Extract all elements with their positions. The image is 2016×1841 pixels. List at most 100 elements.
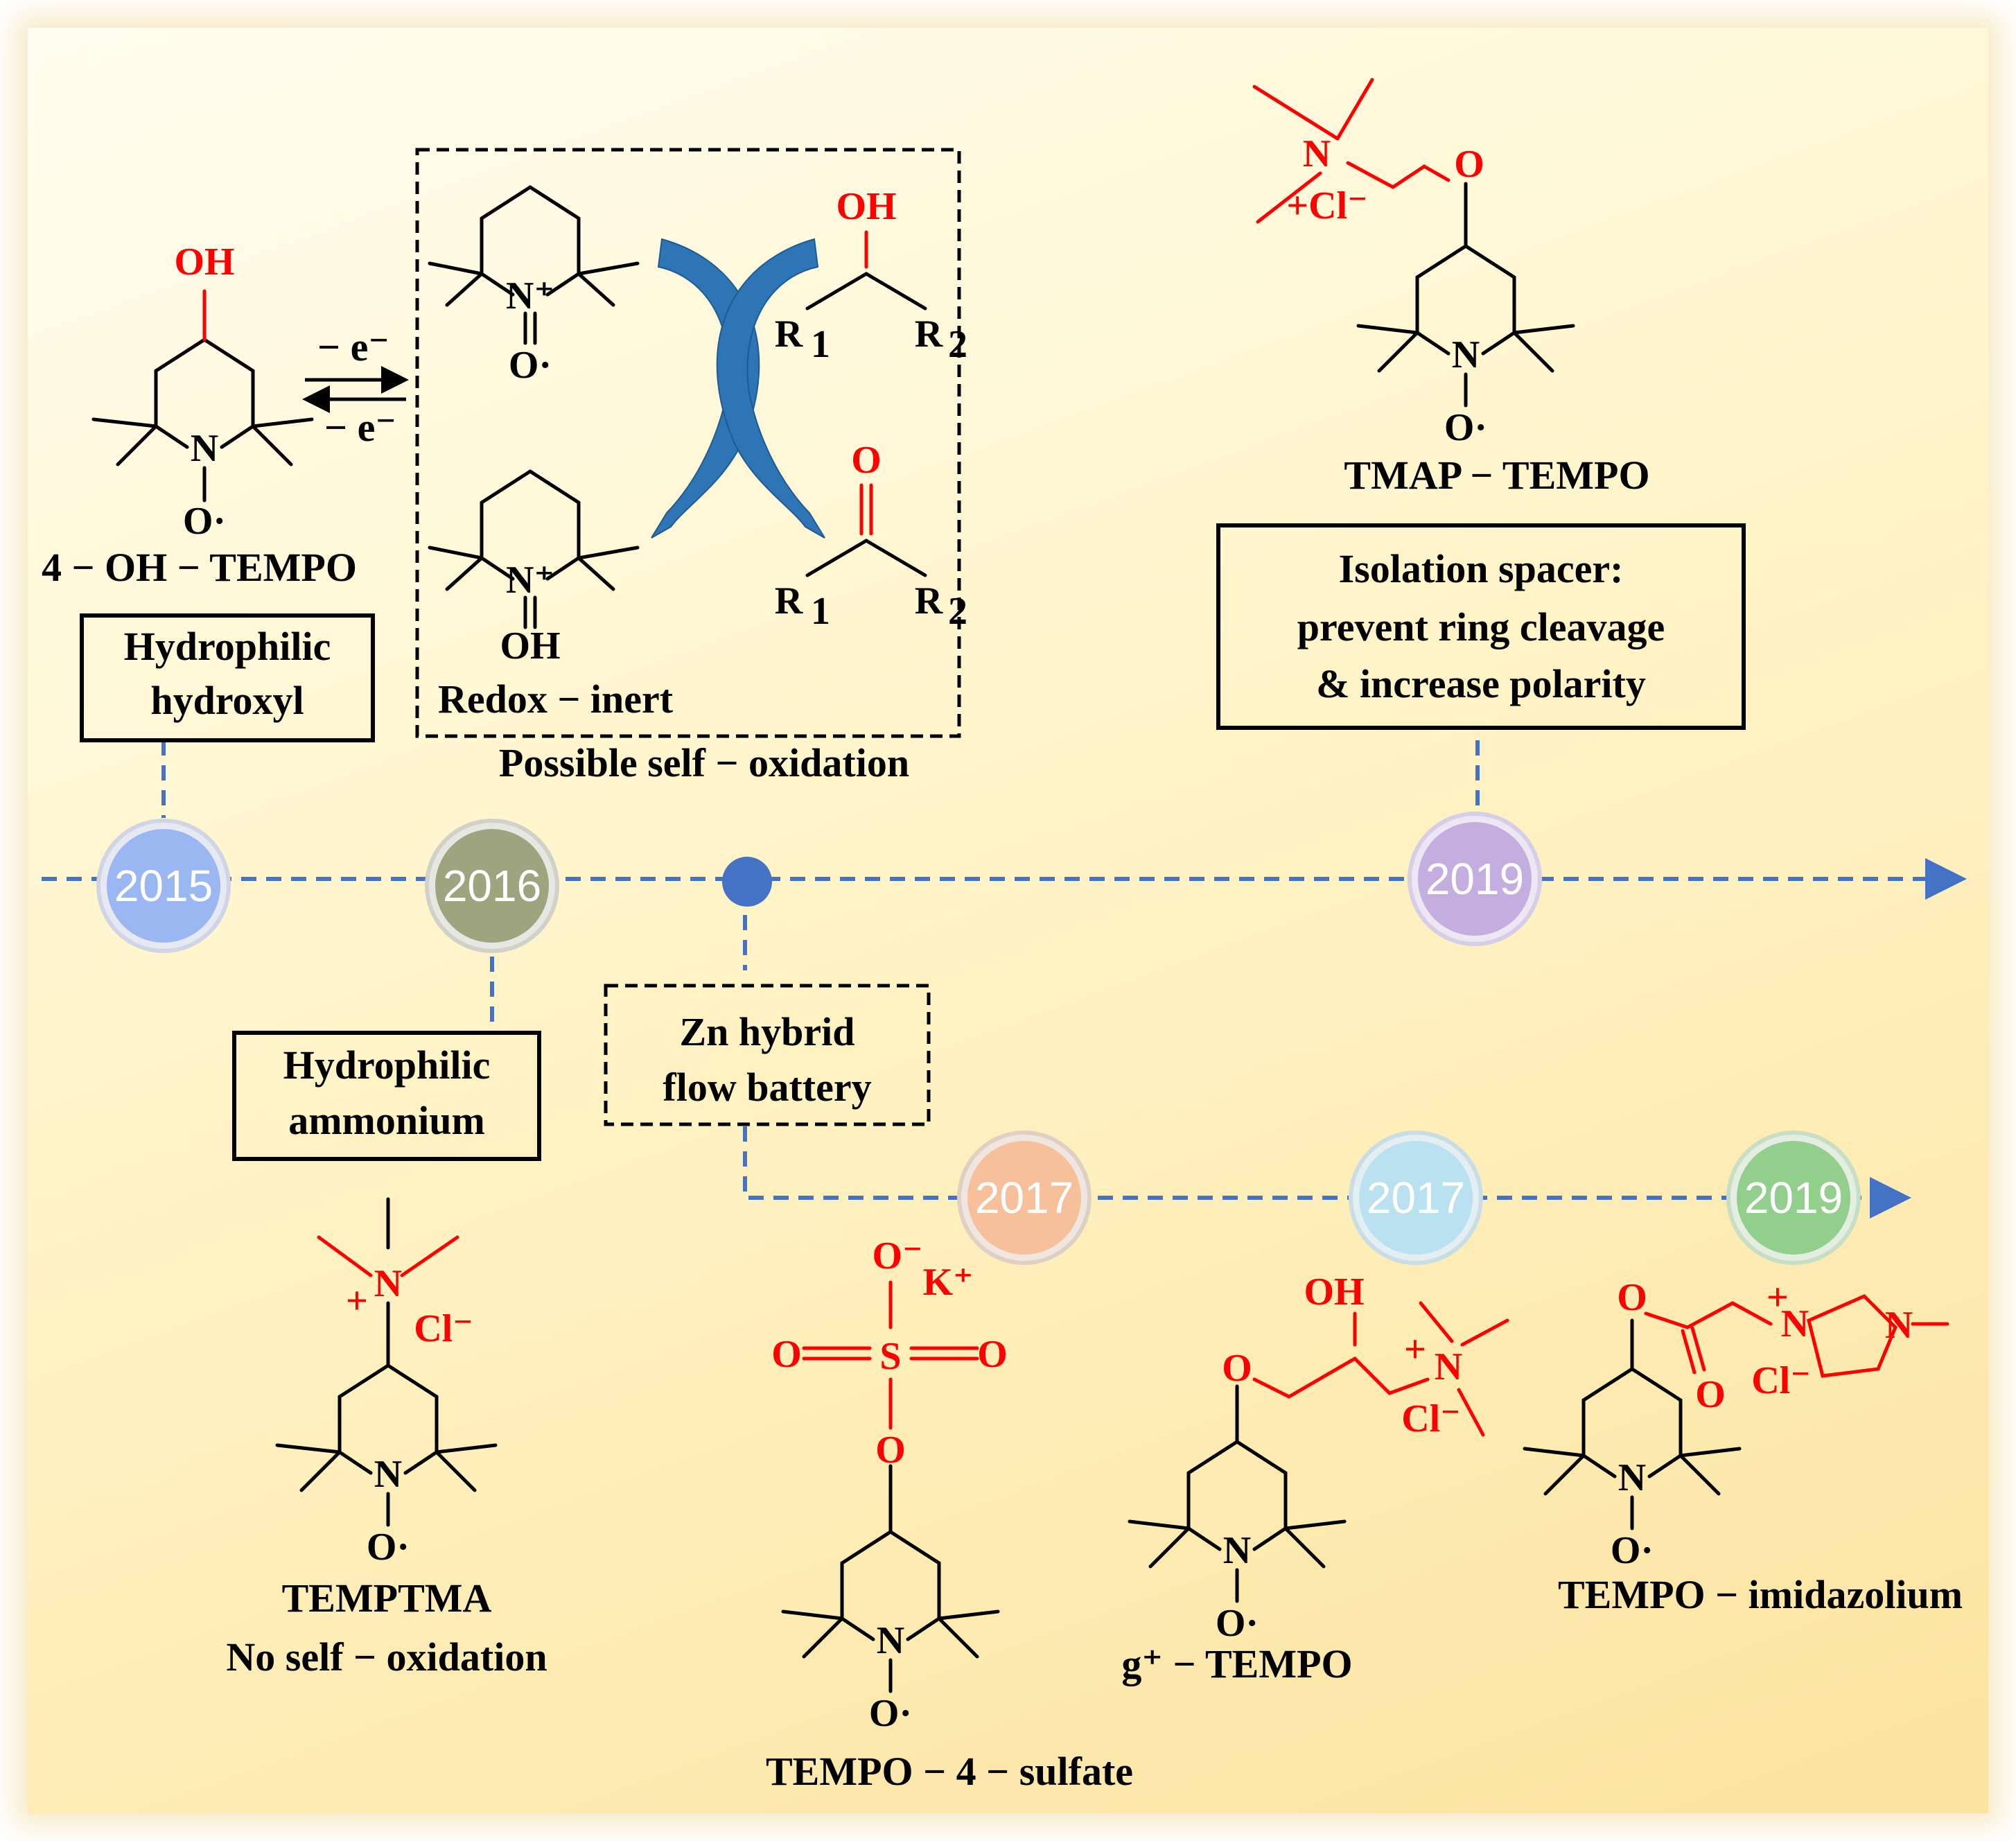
branch-timeline xyxy=(743,915,1911,1219)
svg-text:Cl⁻: Cl⁻ xyxy=(1751,1359,1811,1402)
svg-text:Hydrophilic: Hydrophilic xyxy=(283,1042,491,1088)
svg-text:ammonium: ammonium xyxy=(288,1098,485,1143)
molecule-alcohol: OH R 1 R 2 xyxy=(775,185,967,366)
svg-text:OH: OH xyxy=(1304,1271,1364,1314)
svg-text:O: O xyxy=(1222,1347,1252,1390)
svg-text:R: R xyxy=(915,579,943,622)
svg-text:N: N xyxy=(191,427,218,470)
note-zn-hybrid: Zn hybrid flow battery xyxy=(604,984,931,1126)
svg-text:Hydrophilic: Hydrophilic xyxy=(124,624,331,669)
label-4-oh-tempo: 4 − OH − TEMPO xyxy=(42,545,357,590)
svg-text:O: O xyxy=(851,439,882,482)
svg-text:N: N xyxy=(1452,333,1480,376)
label-tmap-tempo: TMAP − TEMPO xyxy=(1344,453,1649,498)
redox-mechanism-box: Redox − inert xyxy=(415,148,961,738)
svg-text:O: O xyxy=(1454,143,1484,186)
svg-text:Isolation spacer:: Isolation spacer: xyxy=(1339,546,1624,591)
svg-text:1: 1 xyxy=(811,590,830,633)
svg-text:N: N xyxy=(1223,1529,1251,1572)
year-node-2017-a[interactable]: 2017 xyxy=(957,1131,1092,1265)
svg-text:& increase polarity: & increase polarity xyxy=(1316,661,1646,706)
note-hydrophilic-ammonium: Hydrophilic ammonium xyxy=(232,1031,541,1161)
molecule-g-plus-tempo: OH O N + Cl⁻ N O· g⁺ − TEMPO xyxy=(1121,1271,1509,1686)
svg-text:OH: OH xyxy=(174,241,234,283)
reverse-e-label: − e⁻ xyxy=(324,405,396,450)
svg-text:S: S xyxy=(879,1335,901,1378)
year-node-2019-top[interactable]: 2019 xyxy=(1408,812,1542,946)
year-node-2017-b[interactable]: 2017 xyxy=(1349,1131,1483,1265)
label-tempo-imidazolium: TEMPO − imidazolium xyxy=(1558,1572,1963,1617)
node-2017b-label: 2017 xyxy=(1367,1173,1465,1223)
svg-text:2: 2 xyxy=(948,323,967,366)
svg-text:2: 2 xyxy=(948,590,967,633)
year-node-2016[interactable]: 2016 xyxy=(425,819,559,953)
svg-text:Zn hybrid: Zn hybrid xyxy=(679,1009,854,1054)
label-temptma: TEMPTMA xyxy=(282,1576,492,1621)
branch-point-node[interactable] xyxy=(722,857,772,907)
self-oxidation-label: Possible self − oxidation xyxy=(499,740,909,785)
molecule-tmap-tempo: N +Cl⁻ O N O· TMAP − TEMPO xyxy=(1252,78,1650,498)
svg-text:O·: O· xyxy=(869,1692,912,1735)
svg-text:O: O xyxy=(875,1429,906,1472)
node-2019-top-fill xyxy=(1418,822,1532,936)
node-2019-bottom-label: 2019 xyxy=(1744,1173,1843,1223)
node-2017b-fill xyxy=(1359,1141,1473,1255)
node-2015-fill xyxy=(107,829,220,943)
molecule-4-oh-tempo: OH N O· 4 − OH − TEMPO xyxy=(42,241,357,590)
svg-text:Cl⁻: Cl⁻ xyxy=(414,1307,473,1350)
svg-text:N: N xyxy=(1618,1456,1646,1499)
svg-text:O·: O· xyxy=(1444,406,1487,449)
svg-text:O: O xyxy=(771,1333,802,1376)
year-node-2019-bottom[interactable]: 2019 xyxy=(1726,1131,1861,1265)
svg-text:O: O xyxy=(1617,1276,1647,1319)
svg-text:OH: OH xyxy=(836,185,896,228)
svg-text:+: + xyxy=(346,1280,368,1323)
svg-text:O·: O· xyxy=(1216,1602,1259,1645)
molecule-tempo-sulfate: O⁻ K⁺ O S O O N O· TEMPO − 4 − sulfate xyxy=(766,1234,1133,1794)
svg-text:1: 1 xyxy=(811,323,830,366)
note-hydrophilic-hydroxyl: Hydrophilic hydroxyl xyxy=(80,613,375,742)
svg-text:K⁺: K⁺ xyxy=(922,1261,973,1304)
svg-text:O: O xyxy=(1695,1373,1726,1416)
svg-text:N: N xyxy=(1435,1345,1462,1388)
no-self-oxidation-label: No self − oxidation xyxy=(226,1634,547,1679)
svg-text:N: N xyxy=(1303,132,1331,175)
svg-text:prevent ring cleavage: prevent ring cleavage xyxy=(1297,604,1665,649)
node-2016-fill xyxy=(435,829,549,943)
node-2015-label: 2015 xyxy=(114,861,213,911)
svg-text:O·: O· xyxy=(1611,1529,1654,1572)
svg-text:O·: O· xyxy=(183,500,226,543)
electron-transfer: − e⁻ − e⁻ xyxy=(302,324,409,450)
svg-text:N: N xyxy=(374,1262,402,1305)
year-node-2015[interactable]: 2015 xyxy=(96,819,231,953)
svg-text:O⁻: O⁻ xyxy=(872,1234,922,1277)
svg-text:N: N xyxy=(877,1619,904,1662)
svg-text:N: N xyxy=(1885,1304,1913,1347)
node-2019-bottom-fill xyxy=(1737,1141,1850,1255)
svg-text:N⁺: N⁺ xyxy=(506,559,554,602)
svg-text:flow battery: flow battery xyxy=(663,1065,871,1110)
svg-text:O·: O· xyxy=(367,1526,410,1569)
molecule-oxoammonium: N⁺ O· xyxy=(428,185,640,387)
catalytic-cycle-arrows xyxy=(651,238,825,539)
node-2019-top-label: 2019 xyxy=(1426,854,1524,904)
molecule-hydroxylamine: N⁺ OH xyxy=(428,469,640,668)
node-2016-label: 2016 xyxy=(443,861,541,911)
svg-text:O·: O· xyxy=(509,344,552,387)
svg-text:N: N xyxy=(1781,1302,1809,1345)
molecule-temptma: N + Cl⁻ N O· TEMPTMA xyxy=(275,1197,498,1621)
svg-text:Cl⁻: Cl⁻ xyxy=(1401,1397,1461,1440)
svg-text:OH: OH xyxy=(500,625,560,668)
svg-text:R: R xyxy=(775,313,803,356)
node-2017a-fill xyxy=(967,1141,1081,1255)
svg-text:hydroxyl: hydroxyl xyxy=(150,678,304,723)
svg-text:O: O xyxy=(977,1333,1008,1376)
svg-text:N⁺: N⁺ xyxy=(506,274,554,317)
node-2017a-label: 2017 xyxy=(975,1173,1073,1223)
redox-inert-label: Redox − inert xyxy=(438,677,674,722)
svg-text:+: + xyxy=(1767,1276,1789,1319)
svg-text:+Cl⁻: +Cl⁻ xyxy=(1286,184,1367,227)
label-tempo-sulfate: TEMPO − 4 − sulfate xyxy=(766,1749,1133,1794)
